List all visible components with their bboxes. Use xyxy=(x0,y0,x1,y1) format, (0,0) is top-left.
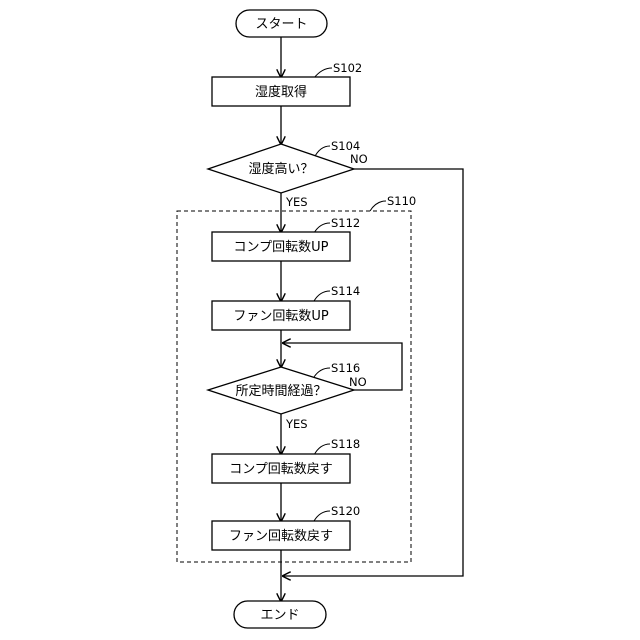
process-fan-up-label: ファン回転数UP xyxy=(233,309,329,324)
branch-label-s104-yes: YES xyxy=(285,195,308,209)
step-label-s104: S104 xyxy=(331,139,360,153)
process-get-humidity-label: 湿度取得 xyxy=(255,84,307,100)
step-label-s102: S102 xyxy=(333,61,362,75)
process-comp-restore-label: コンプ回転数戻す xyxy=(229,462,333,477)
leader-s114 xyxy=(314,291,330,301)
edge-s104-no-bypass xyxy=(283,169,463,576)
step-label-s112: S112 xyxy=(331,216,360,230)
branch-label-s104-no: NO xyxy=(350,152,368,166)
process-fan-restore-label: ファン回転数戻す xyxy=(229,529,333,544)
step-label-s118: S118 xyxy=(331,437,360,451)
decision-time-elapsed-label: 所定時間経過？ xyxy=(235,384,326,399)
step-label-s116: S116 xyxy=(331,361,360,375)
branch-label-s116-no: NO xyxy=(349,375,367,389)
leader-s116 xyxy=(314,368,330,377)
step-label-s120: S120 xyxy=(331,504,360,518)
leader-s110 xyxy=(370,201,386,211)
start-label: スタート xyxy=(255,17,307,32)
decision-humidity-high-label: 湿度高い？ xyxy=(248,161,313,177)
process-comp-up-label: コンプ回転数UP xyxy=(234,240,329,255)
end-label: エンド xyxy=(260,608,299,623)
branch-label-s116-yes: YES xyxy=(285,417,308,431)
step-label-s114: S114 xyxy=(331,284,360,298)
leader-s120 xyxy=(314,511,330,521)
step-label-s110: S110 xyxy=(387,194,416,208)
